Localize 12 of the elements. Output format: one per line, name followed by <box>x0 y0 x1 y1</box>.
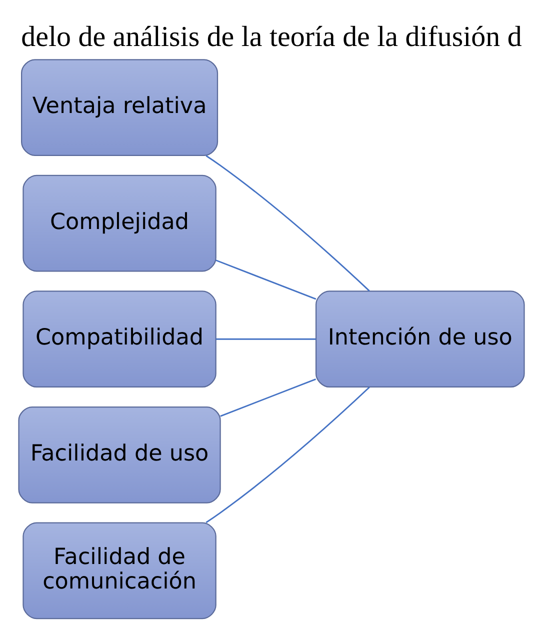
connector <box>220 378 316 416</box>
connector <box>206 154 370 291</box>
node-box: Ventaja relativa <box>21 58 218 156</box>
node-box: Intención de uso <box>315 290 525 388</box>
connector <box>216 338 316 340</box>
connector <box>206 386 370 523</box>
node-box: Compatibilidad <box>22 290 216 388</box>
node-box: Facilidad de uso <box>18 406 221 503</box>
connector <box>216 259 316 300</box>
diagram-title: delo de análisis de la teoría de la difusión d <box>21 20 522 53</box>
node-box: Complejidad <box>22 174 216 272</box>
node-box: Facilidad de comunicación <box>22 522 216 619</box>
